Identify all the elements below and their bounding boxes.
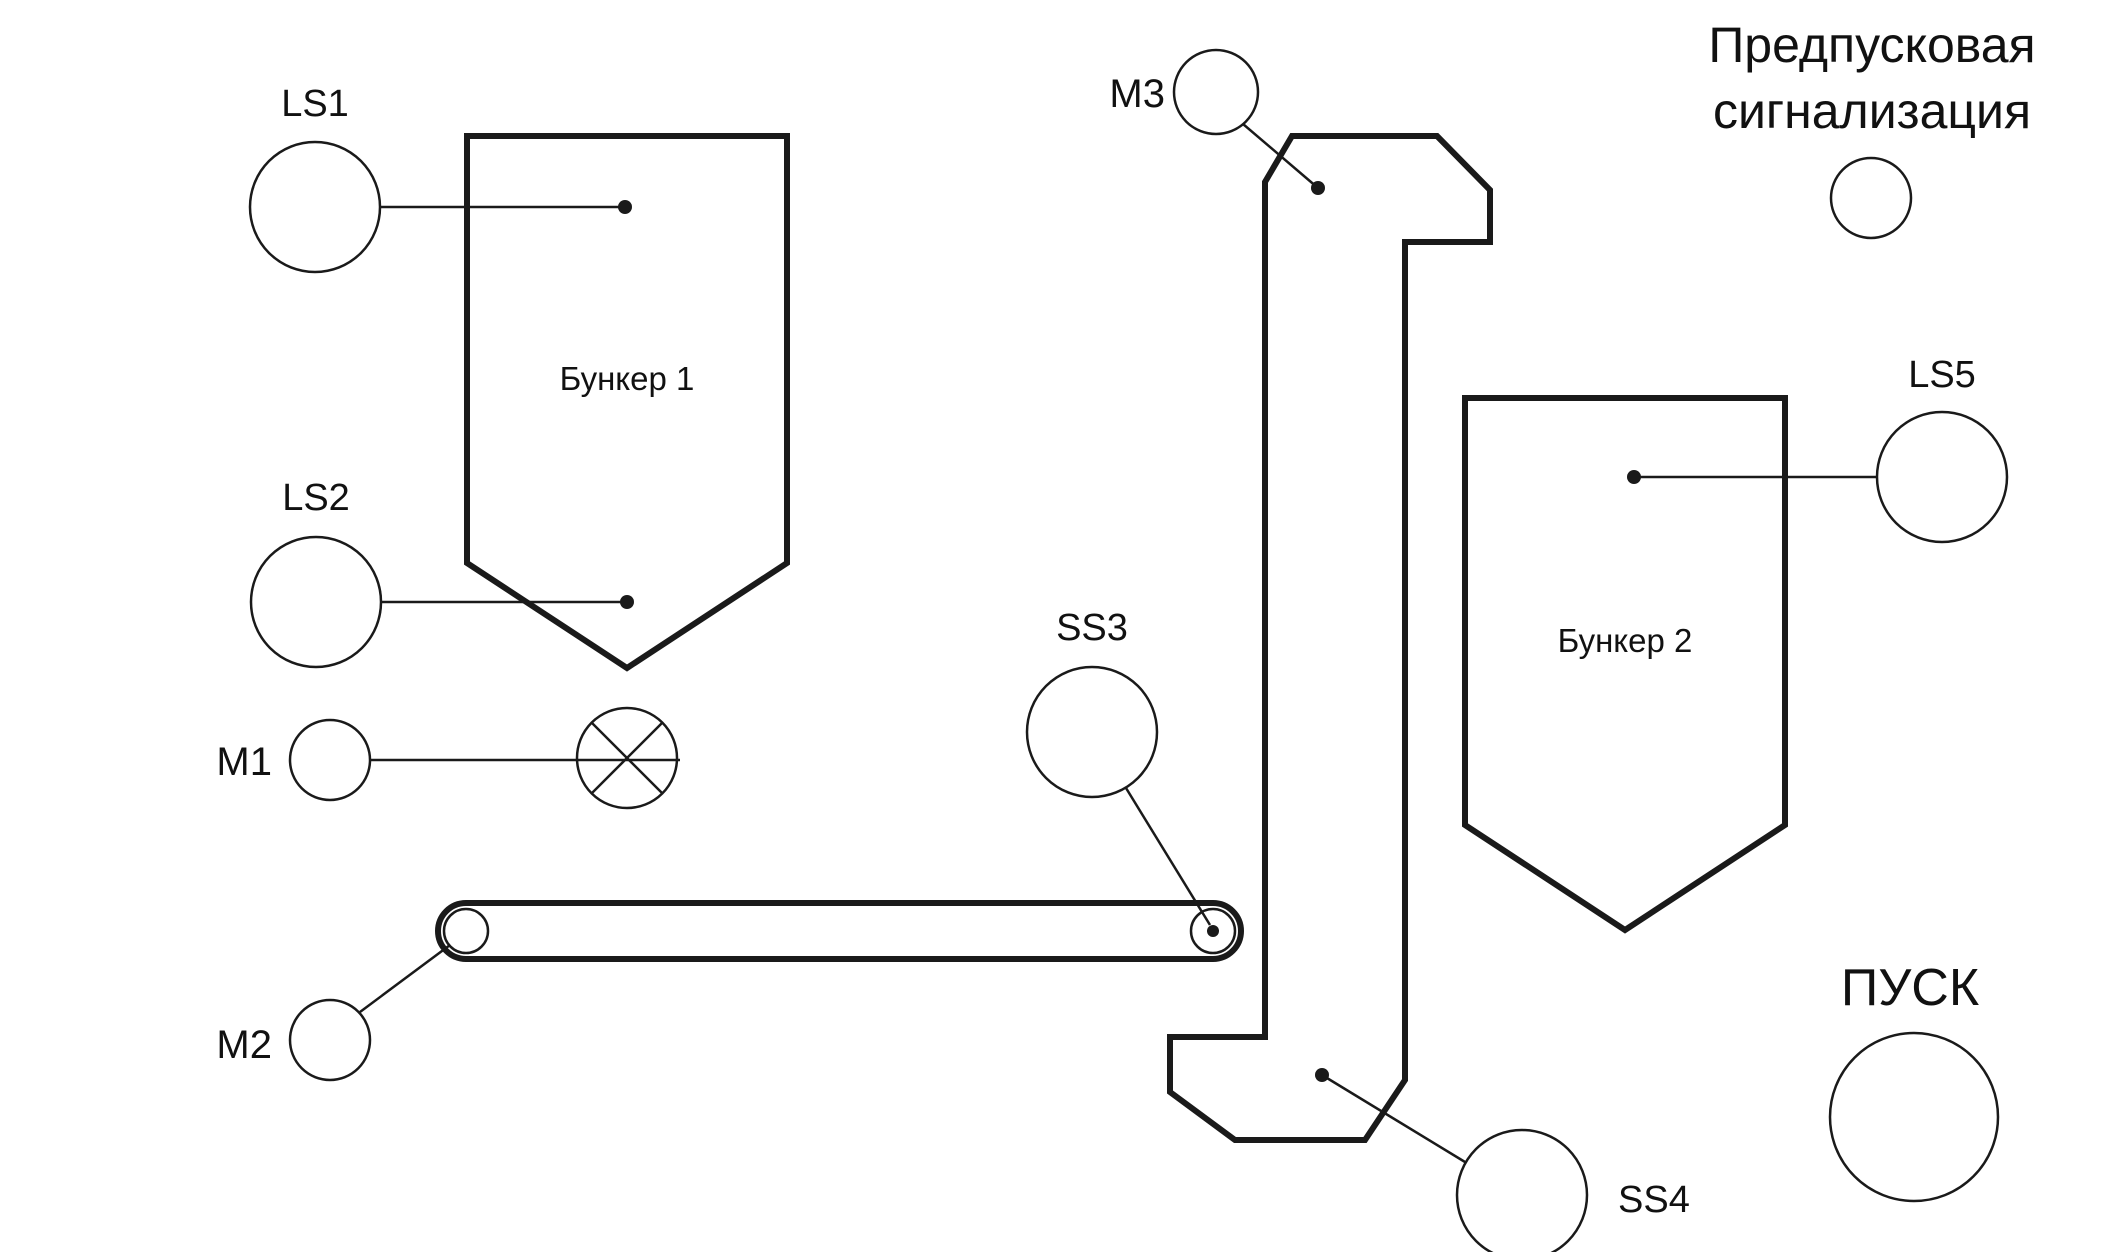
alarm-indicator-lamp [1829, 156, 1913, 240]
m2-label: M2 [216, 1023, 272, 1067]
bunker-2-label: Бункер 2 [1558, 622, 1693, 659]
ls1-sensor-button[interactable] [248, 140, 382, 274]
ls5-probe [1627, 470, 1641, 484]
ls2-probe [620, 595, 634, 609]
belt-conveyor [435, 900, 1244, 962]
conveyor-left-pulley [442, 907, 490, 955]
alarm-label-line-1: Предпусковая [1708, 17, 2035, 73]
ss4-label: SS4 [1618, 1179, 1690, 1221]
ls2-label: LS2 [282, 477, 350, 519]
bunker-1 [464, 133, 790, 672]
alarm-label-line-2: сигнализация [1713, 83, 2031, 139]
ss4-lead [1321, 1073, 1466, 1164]
m3-motor-button[interactable] [1172, 48, 1260, 136]
m3-drive-point [1311, 181, 1325, 195]
ls1-label: LS1 [281, 83, 349, 125]
ls1-probe [618, 200, 632, 214]
ls5-label: LS5 [1908, 354, 1976, 396]
start-label: ПУСК [1841, 959, 1979, 1017]
ss3-label: SS3 [1056, 607, 1128, 649]
m2-motor-button[interactable] [288, 998, 372, 1082]
m3-label: M3 [1109, 72, 1165, 116]
ss4-speed-sensor-button[interactable] [1455, 1128, 1589, 1252]
m1-label: M1 [216, 740, 272, 784]
bunker-2 [1462, 395, 1788, 934]
bunker-1-label: Бункер 1 [560, 360, 695, 397]
ls2-sensor-button[interactable] [249, 535, 383, 669]
feeder-valve-icon [575, 706, 679, 810]
feeder-valve-cross-2 [591, 722, 663, 794]
ss3-speed-sensor-button[interactable] [1025, 665, 1159, 799]
conveyor-right-pulley-center [1207, 925, 1219, 937]
start-button[interactable] [1828, 1031, 2000, 1203]
bucket-elevator [1167, 133, 1493, 1143]
ls5-sensor-button[interactable] [1875, 410, 2009, 544]
m1-motor-button[interactable] [288, 718, 372, 802]
conveyor-right-pulley [1189, 907, 1237, 955]
m3-lead [1242, 123, 1319, 189]
ss3-lead [1124, 787, 1212, 926]
m2-lead [359, 943, 451, 1014]
